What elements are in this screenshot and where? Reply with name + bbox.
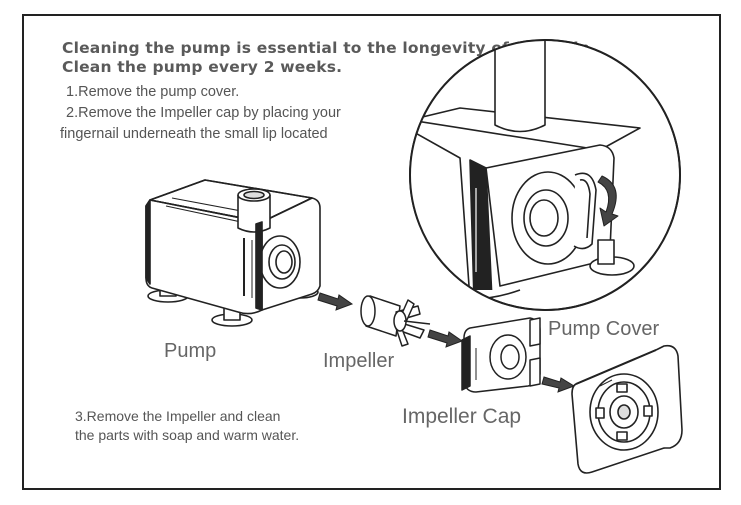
- impeller-label: Impeller: [323, 350, 395, 372]
- step-3-text-line-1: 3.Remove the Impeller and clean: [75, 408, 281, 424]
- pump-label: Pump: [164, 340, 217, 362]
- zoom-detail: [409, 39, 681, 311]
- step-3-text-line-2: the parts with soap and warm water.: [75, 427, 300, 443]
- impeller-cap-label: Impeller Cap: [402, 405, 522, 428]
- impeller-cap-illustration: [461, 317, 541, 393]
- curved-arrow-icon: [597, 175, 619, 227]
- step-1-text: 1.Remove the pump cover.: [66, 84, 240, 100]
- right-arrow-icon: [541, 376, 576, 393]
- instruction-frame: [22, 14, 721, 490]
- right-arrow-icon: [317, 292, 354, 311]
- pump-cover-illustration: [571, 344, 683, 474]
- heading-line-1: Cleaning the pump is essential to the lo…: [62, 39, 590, 57]
- step-2-text-line-1: 2.Remove the Impeller cap by placing you…: [66, 105, 341, 121]
- step-2-text-line-2: fingernail underneath the small lip loca…: [60, 126, 328, 142]
- heading-line-2: Clean the pump every 2 weeks.: [62, 58, 343, 76]
- pump-illustration: [145, 179, 321, 327]
- impeller-illustration: [360, 295, 431, 347]
- right-arrow-icon: [427, 329, 464, 348]
- pump-cover-label: Pump Cover: [548, 318, 660, 340]
